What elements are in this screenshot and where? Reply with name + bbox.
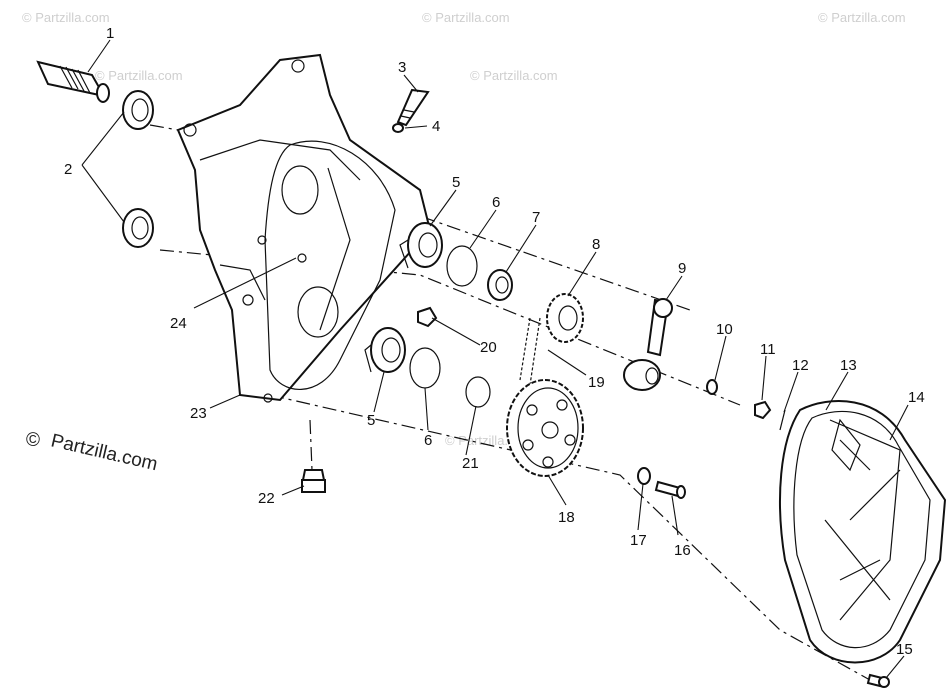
callout-2: 2 xyxy=(64,161,72,178)
callout-14: 14 xyxy=(908,389,925,406)
part-bearing-upper xyxy=(399,222,443,269)
part-chaincase-cover xyxy=(779,400,947,664)
callout-11: 11 xyxy=(760,341,776,358)
part-washer-4 xyxy=(392,123,404,133)
callout-6-lower: 6 xyxy=(424,432,432,449)
callout-15: 15 xyxy=(896,641,913,658)
part-washer-10 xyxy=(706,379,718,395)
callout-3: 3 xyxy=(398,59,406,76)
watermark-top-center: © Partzilla.com xyxy=(422,10,510,25)
part-drain-plug xyxy=(301,469,326,493)
callout-6-upper: 6 xyxy=(492,194,500,211)
part-tensioner-arm xyxy=(623,298,673,391)
leader-lines xyxy=(81,39,909,679)
callout-10: 10 xyxy=(716,321,733,338)
callout-numbers: 1 2 3 4 5 6 7 8 9 10 11 12 13 14 15 16 1… xyxy=(64,25,925,658)
callout-23: 23 xyxy=(190,405,207,422)
part-nut-20 xyxy=(417,306,438,328)
callout-19: 19 xyxy=(588,374,605,391)
part-pin-12 xyxy=(779,409,786,431)
part-ring-upper xyxy=(446,245,478,287)
callout-24: 24 xyxy=(170,315,187,332)
part-nut-11 xyxy=(754,400,772,420)
part-bolt-3 xyxy=(396,88,430,127)
callout-1: 1 xyxy=(106,25,114,42)
part-screw-15 xyxy=(866,673,890,688)
callout-16: 16 xyxy=(674,542,691,559)
callout-5-lower: 5 xyxy=(367,412,375,429)
watermark-brand-line1: © xyxy=(26,430,40,451)
callout-17: 17 xyxy=(630,532,647,549)
part-washer-17 xyxy=(637,467,651,485)
part-shaft xyxy=(36,60,110,103)
callout-8: 8 xyxy=(592,236,600,253)
watermark-upper-left: © Partzilla.com xyxy=(95,68,183,83)
watermark-top-left: © Partzilla.com xyxy=(22,10,110,25)
callout-12: 12 xyxy=(792,357,809,374)
part-seal-lower xyxy=(122,208,154,248)
watermark-brand: Partzilla.com xyxy=(49,430,160,475)
callout-21: 21 xyxy=(462,455,479,472)
part-bearing-lower xyxy=(364,327,406,373)
part-seal-upper xyxy=(122,90,154,130)
watermark-upper-center: © Partzilla.com xyxy=(470,68,558,83)
part-chaincase-housing xyxy=(176,53,432,403)
callout-9: 9 xyxy=(678,260,686,277)
part-bolt-16 xyxy=(654,480,686,499)
callout-22: 22 xyxy=(258,490,275,507)
callout-4: 4 xyxy=(432,118,440,135)
callout-18: 18 xyxy=(558,509,575,526)
part-chain xyxy=(519,317,541,386)
part-ring-lower xyxy=(409,347,441,389)
callout-5-upper: 5 xyxy=(452,174,460,191)
callout-13: 13 xyxy=(840,357,857,374)
callout-20: 20 xyxy=(480,339,497,356)
part-spacer-7 xyxy=(487,269,513,301)
callout-7: 7 xyxy=(532,209,540,226)
part-gear-lower xyxy=(506,379,584,477)
watermark-top-right: © Partzilla.com xyxy=(818,10,906,25)
part-oring-21 xyxy=(465,376,491,408)
part-sprocket-upper xyxy=(546,293,584,343)
